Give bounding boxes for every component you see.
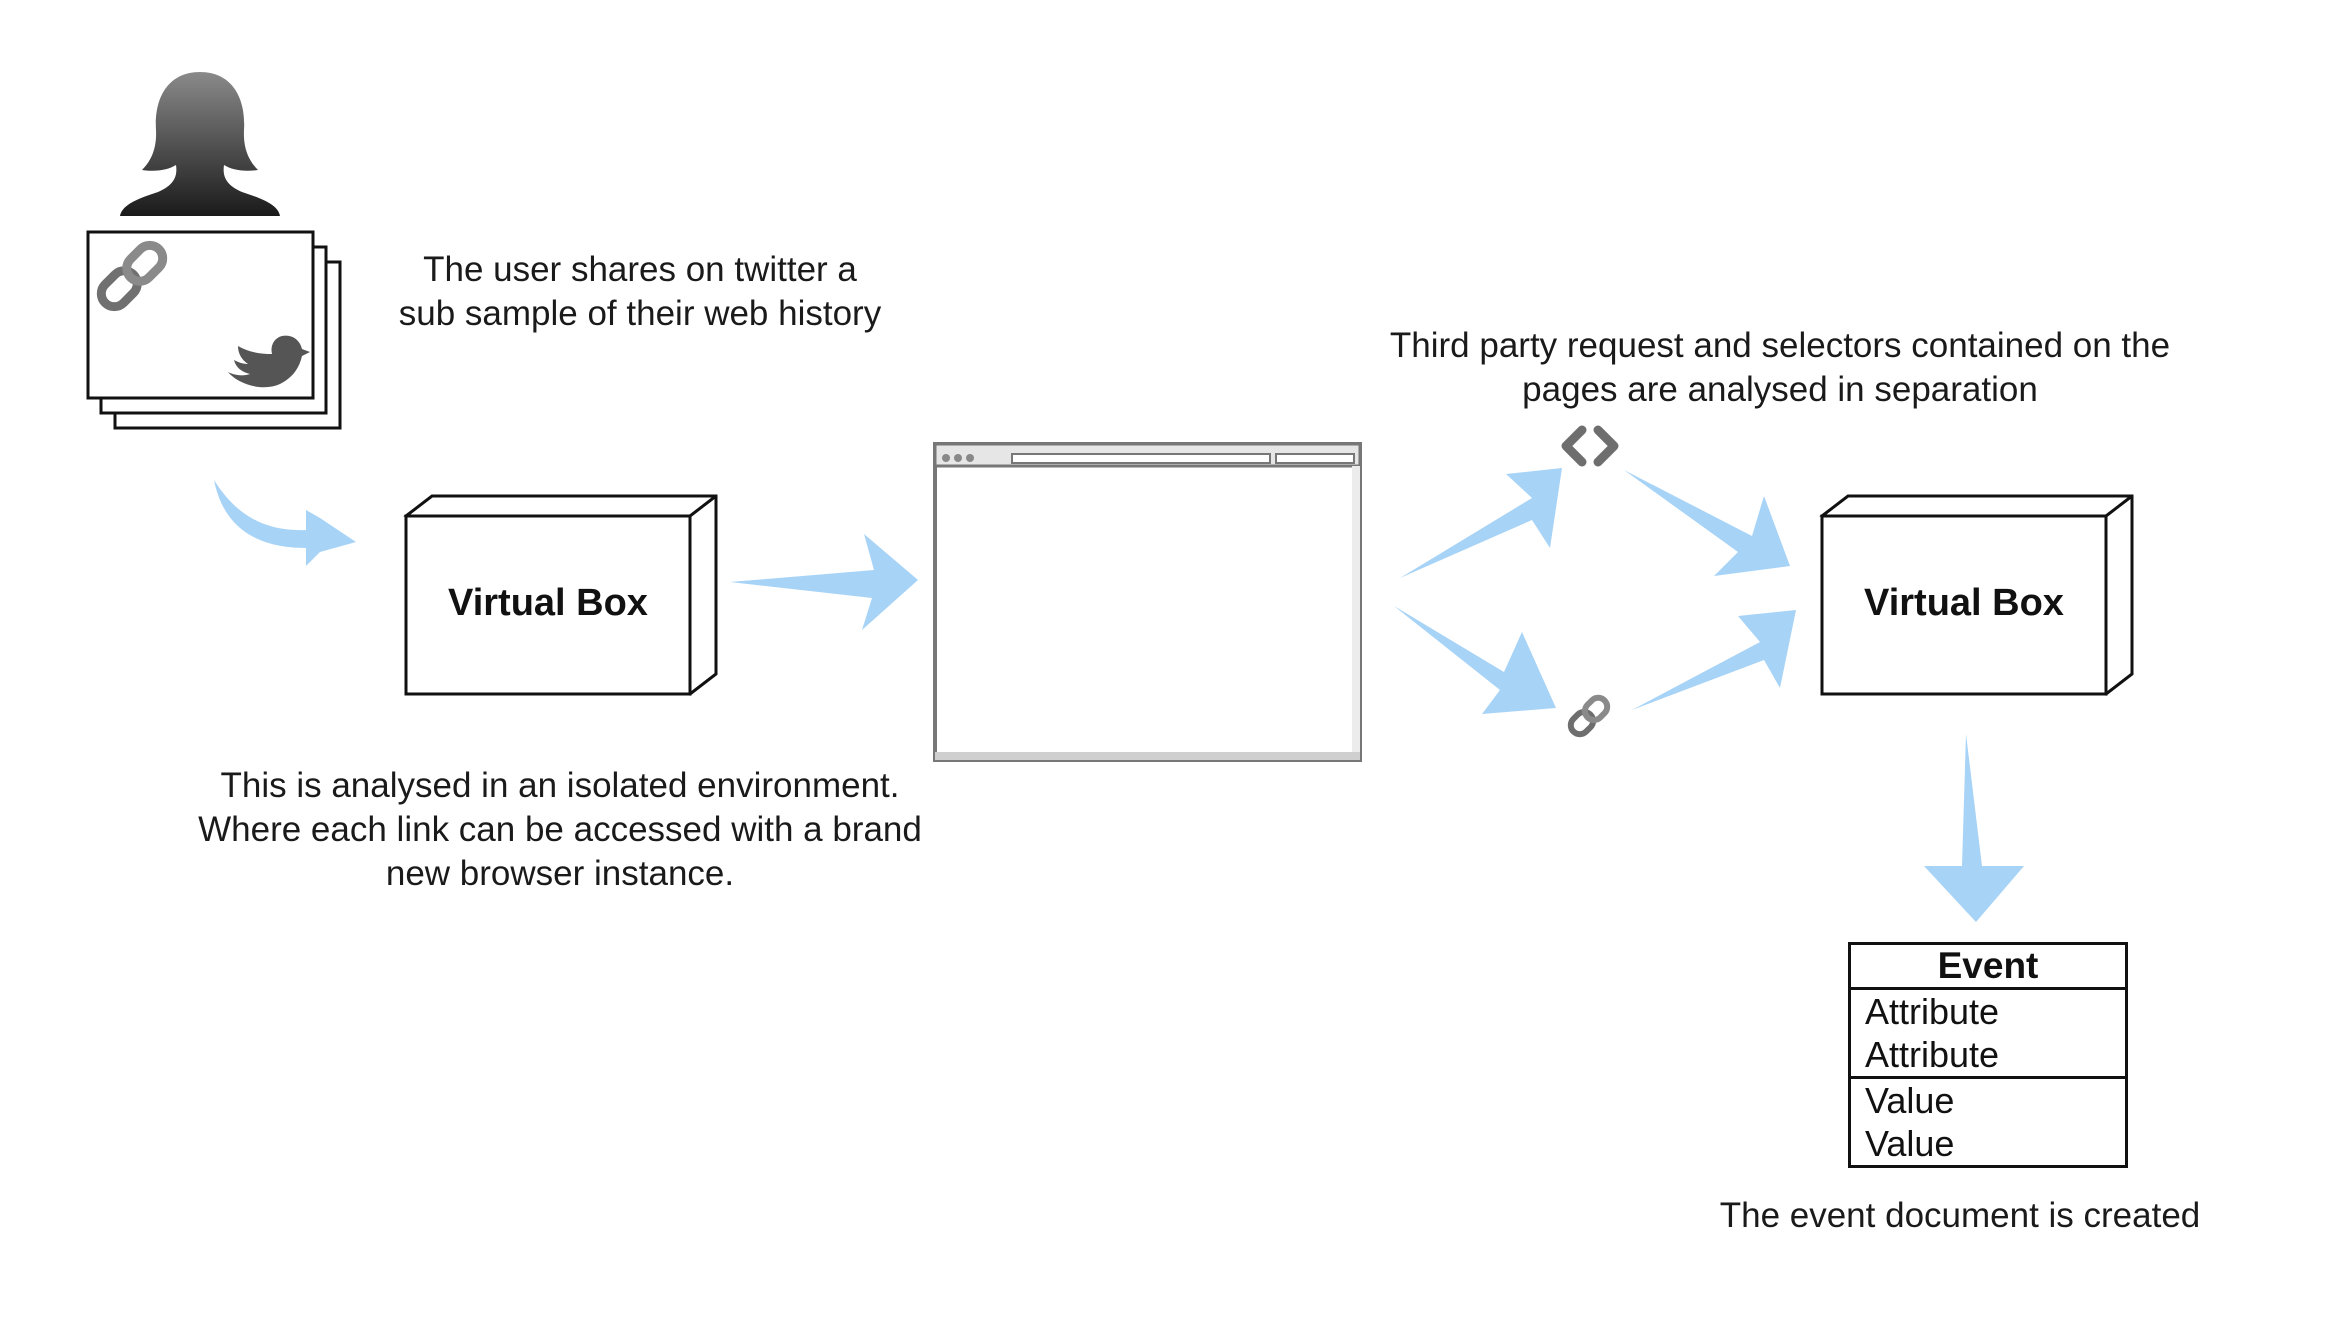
twitter-bird-icon — [228, 335, 310, 388]
caption-isolated: This is analysed in an isolated environm… — [150, 764, 970, 896]
caption-line: Third party request and selectors contai… — [1389, 326, 2171, 365]
virtual-box-2 — [1819, 494, 2134, 696]
event-document-table: Event Attribute Attribute Value Value — [1848, 942, 2128, 1168]
arrow-user-to-vbox — [214, 480, 356, 566]
caption-user-share: The user shares on twitter a sub sample … — [330, 248, 950, 336]
event-attributes-section: Attribute Attribute — [1851, 990, 2125, 1079]
user-silhouette-icon — [120, 72, 280, 216]
browser-window-icon — [933, 442, 1362, 762]
arrow-link-to-vbox — [1632, 610, 1796, 710]
event-title: Event — [1851, 945, 2125, 990]
virtual-box-1-label: Virtual Box — [448, 582, 648, 624]
event-value: Value — [1865, 1123, 1955, 1164]
event-attribute: Attribute — [1865, 1034, 2000, 1075]
caption-line: pages are analysed in separation — [1522, 370, 2038, 409]
caption-third-party: Third party request and selectors contai… — [1330, 324, 2230, 412]
chain-link-icon — [96, 240, 168, 312]
arrow-vbox-to-event — [1924, 734, 2024, 922]
caption-event-created: The event document is created — [1680, 1194, 2240, 1238]
virtual-box-2-label: Virtual Box — [1864, 582, 2064, 624]
caption-line: The event document is created — [1719, 1196, 2201, 1235]
caption-line: Where each link can be accessed with a b… — [198, 810, 922, 849]
caption-line: This is analysed in an isolated environm… — [220, 766, 900, 805]
arrow-vbox-to-browser — [730, 534, 918, 630]
event-values-section: Value Value — [1851, 1079, 2125, 1165]
caption-line: sub sample of their web history — [398, 294, 882, 333]
caption-line: The user shares on twitter a — [423, 250, 857, 289]
event-value: Value — [1865, 1080, 1955, 1121]
small-link-icon — [1567, 694, 1611, 738]
caption-line: new browser instance. — [385, 854, 735, 893]
arrow-selector-to-vbox — [1624, 470, 1790, 576]
virtual-box-1 — [403, 494, 718, 696]
arrow-browser-to-link — [1394, 606, 1556, 714]
event-attribute: Attribute — [1865, 991, 2000, 1032]
arrow-browser-to-selector — [1400, 468, 1562, 578]
code-brackets-icon — [1561, 425, 1619, 467]
